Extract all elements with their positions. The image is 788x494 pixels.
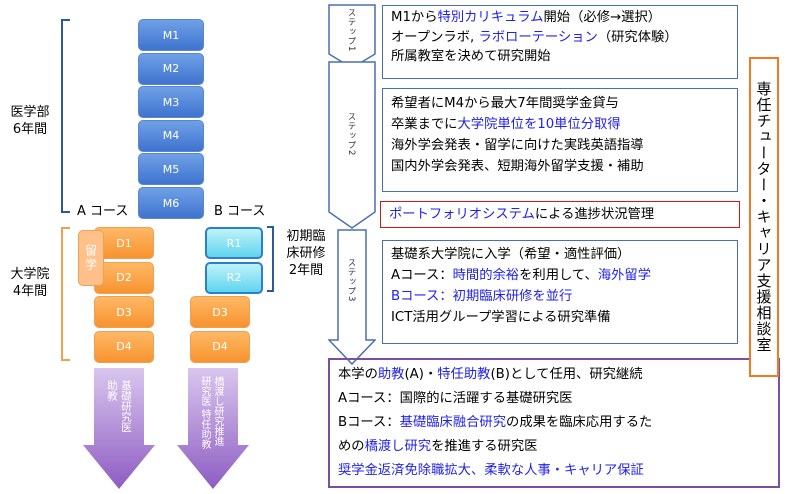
- step3-box: 基礎系大学院に入学（希望・適性評価） Aコース：時間的余裕を利用して、海外留学 Bコ…: [382, 240, 738, 344]
- text-run: 本学の: [338, 367, 378, 382]
- box-line: 海外学会発表・留学に向けた実践英語指導: [391, 135, 729, 156]
- text-run: 海外留学: [597, 268, 652, 283]
- clinical-bracket: [267, 226, 274, 292]
- ryugaku-badge: 留学: [78, 230, 104, 286]
- year-block-m3: M3: [138, 86, 204, 119]
- text-run: 国内外学会発表、短期海外留学支援・補助: [391, 159, 644, 174]
- box-line: Aコース：時間的余裕を利用して、海外留学: [391, 265, 729, 286]
- box-line: M1から特別カリキュラム開始（必修→選択）: [391, 8, 729, 28]
- step-3-label: ステップ3: [346, 258, 356, 303]
- text-run: を推進する研究医: [431, 439, 538, 454]
- year-block-m5: M5: [138, 153, 204, 186]
- text-run: Aコース：: [391, 268, 453, 283]
- box-line: ICT活用グループ学習による研究準備: [391, 307, 729, 328]
- box-line: ポートフォリオシステムによる進捗状況管理: [389, 204, 731, 225]
- box-line: 国内外学会発表、短期海外留学支援・補助: [391, 156, 729, 177]
- text-run: M1から: [391, 10, 438, 25]
- step-1-label: ステップ1: [346, 8, 356, 53]
- year-block-m1: M1: [138, 19, 204, 51]
- text-run: 開始（必修→選択）: [543, 10, 662, 25]
- text-run: 基礎臨床融合研究: [399, 415, 507, 430]
- box-line: 奨学金返済免除職拡大、柔軟な人事・キャリア保証: [338, 459, 770, 483]
- course-a-label: A コース: [77, 204, 129, 219]
- course-b-label: B コース: [214, 204, 266, 219]
- text-run: 所属教室を決めて研究開始: [391, 49, 551, 64]
- arrow-b-text: 橋渡し研究推進研究医 特任助教: [199, 376, 223, 450]
- text-run: Aコース：国際的に活躍する基礎研究医: [338, 391, 573, 406]
- text-run: 特別カリキュラム: [437, 10, 544, 25]
- text-run: (A)・: [404, 367, 438, 382]
- text-run: を利用して、: [519, 268, 598, 283]
- portfolio-box: ポートフォリオシステムによる進捗状況管理: [380, 201, 740, 228]
- box-line: 基礎系大学院に入学（希望・適性評価）: [391, 244, 729, 265]
- box-line: Bコース：初期臨床研修を並行: [391, 286, 729, 307]
- text-run: 希望者にM4から最大7年間奨学金貸与: [391, 96, 619, 111]
- arrow-a: [83, 368, 155, 489]
- text-run: ポートフォリオシステム: [389, 207, 535, 222]
- tutor-box: 専任チューター・キャリア支援相談室: [749, 57, 779, 377]
- text-run: 助教: [377, 367, 405, 382]
- arrow-b: [177, 368, 249, 489]
- arrow-a-text: 基礎研究医助教: [106, 380, 132, 433]
- box-line: 所属教室を決めて研究開始: [391, 47, 729, 67]
- course-b-block-r1: R1: [205, 227, 263, 259]
- text-run: めの: [338, 439, 365, 454]
- course-b-block-r2: R2: [205, 261, 263, 294]
- text-run: 奨学金返済免除職拡大、柔軟な人事・キャリア保証: [338, 463, 644, 478]
- step1-box: M1から特別カリキュラム開始（必修→選択）オープンラボ, ラボローテーション（研…: [382, 5, 738, 79]
- career-box: 本学の助教(A)・特任助教(B)として任用、研究継続 Aコース：国際的に活躍する基…: [328, 358, 780, 488]
- text-run: 特任助教: [437, 367, 491, 382]
- step2-box: 希望者にM4から最大7年間奨学金貸与卒業までに大学院単位を10単位分取得海外学会…: [382, 88, 738, 192]
- text-run: Bコース：: [338, 415, 400, 430]
- text-run: 橋渡し研究: [364, 439, 432, 454]
- graduate-bracket: [61, 227, 70, 361]
- box-line: Aコース：国際的に活躍する基礎研究医: [338, 387, 770, 411]
- text-run: による進捗状況管理: [534, 207, 655, 222]
- step-arrow: [328, 4, 376, 366]
- text-run: 大学院単位を10単位分取得: [457, 117, 621, 132]
- text-run: 基礎系大学院に入学（希望・適性評価）: [391, 247, 631, 262]
- course-a-block-d1: D1: [94, 227, 154, 259]
- box-line: 希望者にM4から最大7年間奨学金貸与: [391, 93, 729, 114]
- box-line: めの橋渡し研究を推進する研究医: [338, 435, 770, 459]
- text-run: の成果を臨床応用するた: [506, 415, 653, 430]
- year-block-m6: M6: [138, 187, 204, 219]
- course-a-block-d3: D3: [94, 296, 154, 328]
- box-line: 卒業までに大学院単位を10単位分取得: [391, 114, 729, 135]
- medical-bracket: [61, 19, 70, 213]
- year-block-m2: M2: [138, 52, 204, 85]
- text-run: 時間的余裕: [452, 268, 520, 283]
- text-run: ICT活用グループ学習による研究準備: [391, 310, 611, 325]
- text-run: (B)として任用、研究継続: [490, 367, 643, 382]
- year-block-m4: M4: [138, 119, 204, 152]
- text-run: （研究体験）: [597, 29, 678, 45]
- box-line: オープンラボ, ラボローテーション（研究体験）: [391, 28, 729, 48]
- text-run: オープンラボ,: [391, 29, 479, 45]
- course-b-block-d3: D3: [190, 296, 250, 328]
- text-run: ラボローテーション: [478, 29, 598, 45]
- text-run: 海外学会発表・留学に向けた実践英語指導: [391, 138, 644, 153]
- box-line: Bコース：基礎臨床融合研究の成果を臨床応用するた: [338, 411, 770, 435]
- course-b-block-d4: D4: [190, 330, 250, 363]
- course-a-block-d4: D4: [94, 330, 154, 363]
- step-2-label: ステップ2: [346, 112, 356, 157]
- text-run: Bコース：初期臨床研修を並行: [391, 289, 573, 304]
- box-line: 本学の助教(A)・特任助教(B)として任用、研究継続: [338, 363, 770, 387]
- text-run: 卒業までに: [391, 117, 458, 132]
